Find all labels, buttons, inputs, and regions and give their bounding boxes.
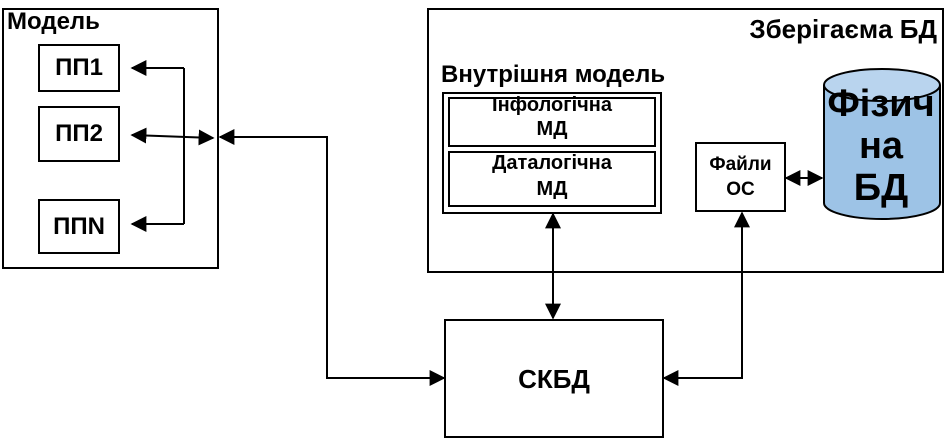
dbms-box[interactable]: СКБД: [444, 319, 664, 438]
link-model-dbms: [218, 129, 446, 386]
infological-md-line1: Інфологічна: [492, 94, 612, 116]
program-label-ppn: ППN: [53, 212, 105, 240]
physical-db-cylinder-icon: [823, 68, 941, 220]
infological-md-line2: МД: [536, 118, 568, 140]
datalogical-md-line2: МД: [536, 178, 568, 200]
physical-db-line1: Фізич: [827, 83, 935, 125]
program-box-pp1[interactable]: ПП1: [38, 44, 120, 92]
bus-pp2: [130, 127, 215, 146]
model-title: Модель: [7, 8, 100, 35]
internal-model-frame: [442, 92, 662, 214]
link-files-dbms: [662, 211, 750, 386]
physical-db-line2: на: [858, 125, 904, 167]
physical-db-label: Фізич на БД: [814, 85, 946, 207]
datalogical-md-box[interactable]: Даталогічна МД: [448, 151, 656, 207]
datalogical-md-line1: Даталогічна: [492, 152, 612, 174]
program-label-pp2: ПП2: [55, 120, 103, 147]
infological-md-box[interactable]: Інфологічна МД: [448, 94, 656, 147]
physical-db-line3: БД: [853, 167, 909, 209]
model-frame: [2, 8, 219, 269]
internal-model-title: Внутрішня модель: [441, 61, 666, 88]
os-files-line1: Файли: [709, 154, 772, 175]
stored-db-title: Зберігаємa БД: [749, 14, 937, 44]
stored-db-frame: [427, 8, 944, 273]
os-files-box[interactable]: Файли ОС: [695, 142, 786, 212]
program-box-pp2[interactable]: ПП2: [38, 106, 120, 162]
dbms-label: СКБД: [518, 363, 590, 394]
program-box-ppn[interactable]: ППN: [38, 199, 120, 254]
os-files-line2: ОС: [726, 179, 755, 200]
program-label-pp1: ПП1: [55, 54, 103, 81]
